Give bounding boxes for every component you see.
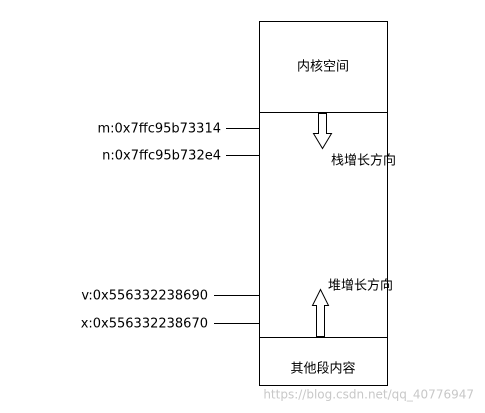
v-address-label: v:0x556332238690 <box>81 289 208 304</box>
heap-growth-arrow-icon <box>311 288 330 337</box>
kernel-space-label: 内核空间 <box>297 59 349 75</box>
heap-growth-label: 堆增长方向 <box>328 278 393 294</box>
n-address-label: n:0x7ffc95b732e4 <box>102 149 221 164</box>
other-segments-label: 其他段内容 <box>290 361 355 377</box>
watermark-text: https://blog.csdn.net/qq_40776947 <box>263 388 474 402</box>
stack-growth-arrow-icon <box>312 113 333 150</box>
stack-growth-label: 栈增长方向 <box>331 153 396 169</box>
x-address-label: x:0x556332238670 <box>81 317 208 332</box>
m-address-label: m:0x7ffc95b73314 <box>97 122 221 137</box>
